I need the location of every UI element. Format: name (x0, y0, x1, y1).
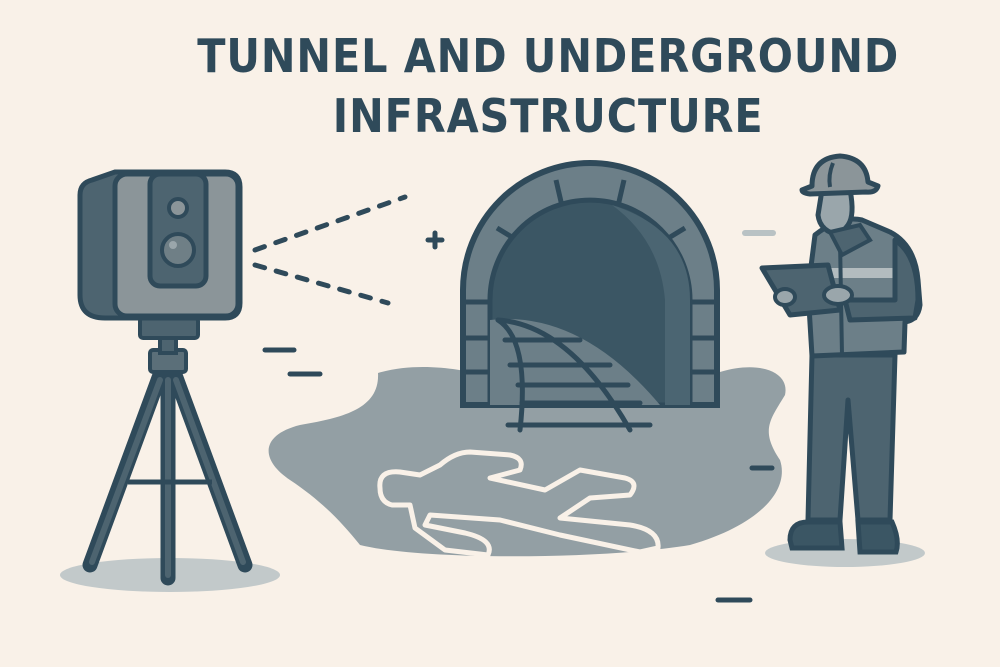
page-title: TUNNEL AND UNDERGROUND INFRASTRUCTURE (55, 26, 955, 146)
decorative-dashes (262, 230, 775, 603)
title-line-1: TUNNEL AND UNDERGROUND (197, 29, 900, 83)
laser-scanner-icon (60, 169, 280, 592)
scan-beam-lines (252, 194, 408, 306)
engineer-icon (759, 153, 925, 567)
ground-puddle (268, 366, 786, 557)
tunnel-icon (460, 160, 720, 433)
title-line-2: INFRASTRUCTURE (332, 89, 764, 143)
body-outline-icon (377, 449, 661, 558)
